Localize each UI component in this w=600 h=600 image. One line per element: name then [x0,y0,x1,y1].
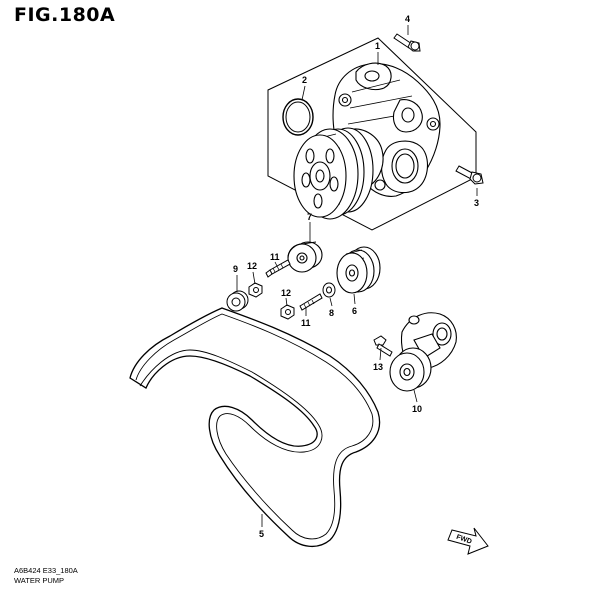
water-pump-pulley [293,127,374,220]
callout-7: 7 [307,212,312,222]
callout-9: 9 [233,264,238,274]
callout-1: 1 [375,41,380,51]
idler-pulley-6 [336,246,381,294]
callout-11-upper: 11 [270,252,280,262]
cap-9 [226,290,249,312]
v-ribbed-belt [129,307,381,547]
callout-12-lower: 12 [281,288,291,298]
bolt-13 [373,335,393,357]
forward-direction-arrow-icon: FWD [447,527,489,555]
callout-5: 5 [259,529,264,539]
washer-8 [322,282,336,298]
bolt-11-lower [299,293,323,311]
callout-6: 6 [352,306,357,316]
o-ring [282,98,314,136]
callout-11-lower: 11 [301,318,311,328]
callout-2: 2 [302,75,307,85]
callout-3: 3 [474,198,479,208]
bolt-4 [393,33,421,52]
figure-footer: A6B424 E33_180A WATER PUMP [14,566,78,586]
figure-code: A6B424 E33_180A [14,566,78,575]
leader-lines [236,25,478,527]
callout-10: 10 [412,404,422,414]
bolt-11-upper [265,259,291,278]
callout-13: 13 [373,362,383,372]
callout-4: 4 [405,14,410,24]
bolt-3 [455,165,484,185]
nut-12-lower [280,304,295,320]
idler-pulley-7 [287,241,323,273]
figure-title: FIG.180A [14,4,116,26]
belt-tensioner [389,312,457,392]
nut-12-upper [248,282,263,298]
figure-caption: WATER PUMP [14,576,64,585]
callout-12-upper: 12 [247,261,257,271]
callout-8: 8 [329,308,334,318]
